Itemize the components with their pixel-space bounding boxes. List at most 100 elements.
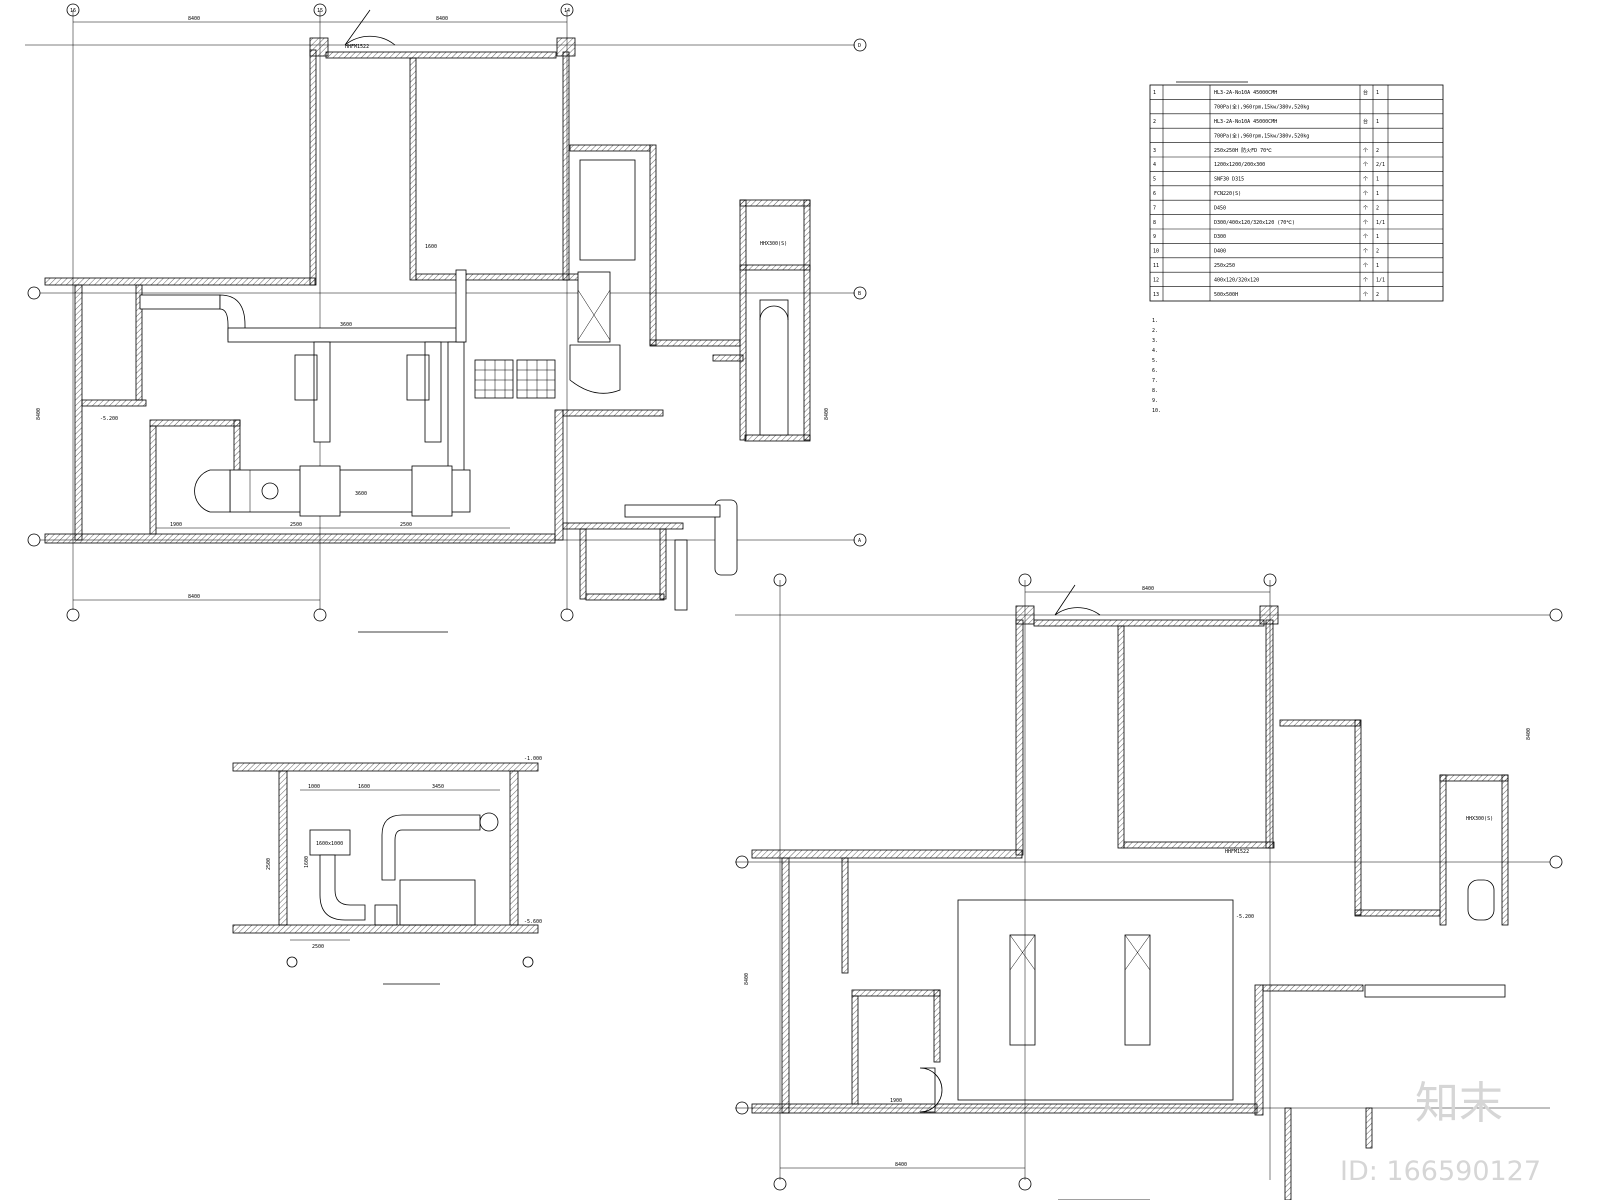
table-cell-spec: 500x500H: [1214, 292, 1238, 298]
equipment: [294, 354, 318, 401]
table-cell-spec: 1200x1200/200x300: [1214, 162, 1265, 168]
dimension-text: 1600: [304, 856, 310, 868]
table-cell-qty: 2: [1376, 292, 1379, 298]
axis-bubble: [27, 286, 41, 300]
axis-label: D: [858, 43, 861, 49]
duct-elbow: [194, 469, 231, 513]
table-cell-no: 2: [1153, 119, 1156, 125]
axis-bubble: [1549, 608, 1563, 622]
table-cell-unit: 个: [1363, 191, 1368, 197]
table-cell-spec: 700Pa(全),960rpm,15kw/380v,520kg: [1214, 104, 1309, 111]
equipment-cross: [1009, 934, 1036, 971]
axis-bubble: [313, 3, 327, 17]
axis-bubble: [1018, 1177, 1032, 1191]
axis-bubble: [313, 608, 327, 622]
wall: [81, 399, 147, 407]
table-cell-spec: D300: [1214, 234, 1226, 240]
dimension-text: 8400: [36, 408, 42, 420]
table-cell-unit: 个: [1363, 277, 1368, 283]
wall: [1265, 619, 1274, 849]
dimension-text: 8400: [1142, 586, 1154, 592]
axis-bubble: [853, 38, 867, 52]
door-tag: HHFM1522: [1225, 849, 1249, 855]
wall: [1015, 619, 1024, 856]
level-mark: -1.000: [524, 756, 542, 762]
table-cell-unit: 台: [1363, 118, 1368, 125]
wall: [409, 57, 417, 281]
table-cell-unit: 个: [1363, 263, 1368, 269]
table-cell-no: 9: [1153, 234, 1156, 240]
table-cell-qty: 2: [1376, 148, 1379, 154]
axis-bubble: [1263, 573, 1277, 587]
table-cell-spec: 700Pa(全),960rpm,15kw/380v,520kg: [1214, 132, 1309, 139]
duct: [227, 327, 464, 343]
duct: [674, 539, 688, 611]
dimension-text: 2500: [266, 858, 272, 870]
table-cell-spec: 250x250H 防火FD 70℃: [1214, 147, 1272, 154]
duct-dim: 3600: [340, 322, 352, 328]
dimension-text: 8400: [1526, 728, 1532, 740]
slab: [232, 924, 539, 934]
wall: [585, 593, 665, 601]
dimension-text: 8400: [895, 1162, 907, 1168]
wall: [44, 533, 556, 544]
dimension-text: 8400: [188, 16, 200, 22]
dimension-text: 1900: [170, 522, 182, 528]
wall: [739, 264, 811, 271]
wall: [751, 1103, 1258, 1114]
dimension-text: 2500: [400, 522, 412, 528]
table-cell-unit: 台: [1363, 89, 1368, 96]
table-cell-no: 13: [1153, 292, 1159, 298]
dimension-text: 8400: [824, 408, 830, 420]
wall: [562, 51, 570, 281]
table-cell-qty: 1: [1376, 177, 1379, 183]
wall: [933, 989, 941, 1063]
table-cell-no: 4: [1153, 162, 1156, 168]
shaft-duct: [759, 299, 789, 436]
hall-outline: [957, 899, 1234, 1101]
duct-dim: 3600: [355, 491, 367, 497]
table-cell-qty: 1: [1376, 263, 1379, 269]
wall: [851, 995, 859, 1105]
table-cell-qty: 1/1: [1376, 220, 1385, 226]
wall: [803, 199, 811, 441]
equipment-tag: HHX300(S): [760, 241, 787, 247]
wall: [1254, 984, 1264, 1116]
wall: [149, 425, 157, 535]
table-cell-spec: FCN220(S): [1214, 191, 1241, 197]
wall: [1033, 619, 1265, 627]
table-cell-no: 6: [1153, 191, 1156, 197]
wall: [325, 51, 557, 59]
duct: [424, 341, 442, 443]
axis-bubble: [853, 533, 867, 547]
duct: [139, 294, 221, 310]
table-cell-no: 10: [1153, 249, 1159, 255]
wall: [1354, 719, 1362, 916]
table-cell-no: 3: [1153, 148, 1156, 154]
duct-section: [411, 465, 453, 517]
axis-bubble: [560, 3, 574, 17]
axis-bubble: [522, 956, 534, 968]
table-cell-unit: 个: [1363, 205, 1368, 211]
table-cell-no: 12: [1153, 277, 1159, 283]
equipment: [406, 354, 430, 401]
column: [1015, 605, 1035, 625]
axis-label: 14: [564, 8, 570, 14]
duct-elbow: [919, 1067, 943, 1113]
table-cell-unit: 个: [1363, 148, 1368, 154]
wall: [149, 419, 241, 427]
wall: [554, 409, 564, 541]
duct: [455, 269, 467, 343]
wall: [1262, 984, 1364, 992]
wall: [1117, 625, 1125, 849]
axis-label: A: [858, 538, 861, 544]
axis-bubble: [773, 573, 787, 587]
wall: [841, 857, 849, 974]
equipment-cross: [1124, 934, 1151, 971]
louver-grille: [474, 359, 514, 399]
table-note: 7.: [1152, 378, 1158, 384]
wall: [569, 144, 651, 152]
dimension-text: 8400: [436, 16, 448, 22]
fan-unit-cross: [577, 289, 611, 341]
wall: [649, 339, 741, 347]
